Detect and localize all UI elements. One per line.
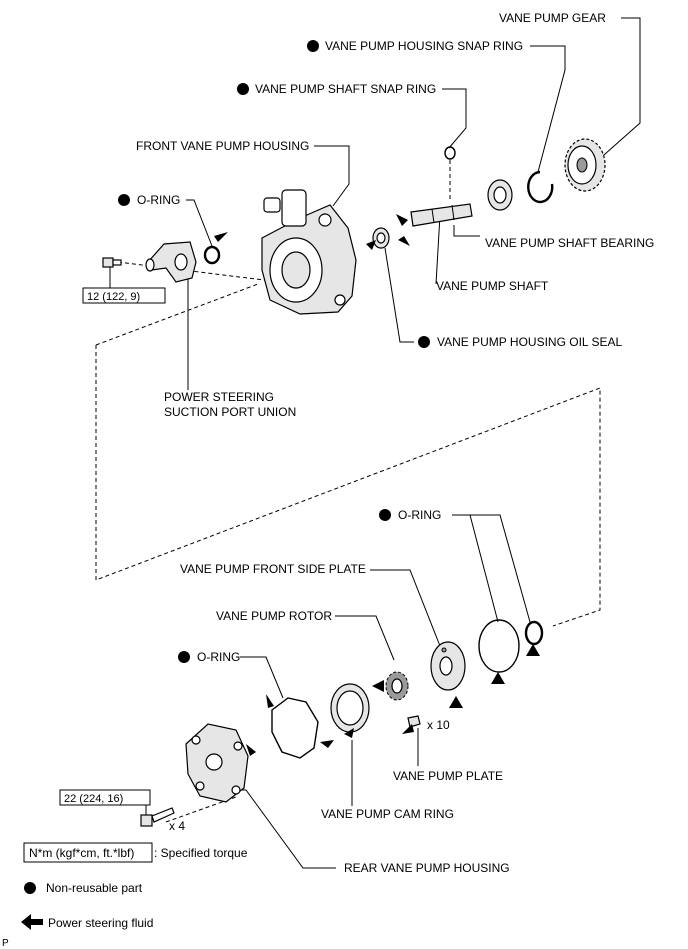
non-reusable-bullet [118, 194, 130, 206]
label-housing-oil-seal: VANE PUMP HOUSING OIL SEAL [437, 335, 622, 349]
fluid-arrow [491, 672, 505, 684]
fluid-arrow [398, 236, 410, 246]
fluid-arrow [266, 694, 274, 708]
legend-torque-desc: : Specified torque [154, 846, 248, 860]
vane-pump-front-side-plate [430, 641, 466, 691]
fluid-arrow [526, 644, 540, 656]
legend-fluid: Power steering fluid [48, 916, 153, 930]
fluid-arrow [320, 740, 334, 748]
label-cam-ring: VANE PUMP CAM RING [321, 807, 454, 821]
label-shaft-bearing: VANE PUMP SHAFT BEARING [485, 236, 654, 250]
union-bolt [102, 257, 122, 268]
fluid-arrow [449, 696, 463, 708]
o-ring-upper [203, 245, 221, 265]
legend-non-reusable-bullet [24, 882, 36, 894]
label-shaft-snap-ring: VANE PUMP SHAFT SNAP RING [255, 82, 436, 96]
vane-pump-shaft-bearing [487, 179, 513, 211]
rear-vane-pump-housing [185, 723, 249, 803]
vane-pump-shaft [410, 203, 473, 227]
legend-torque-box [23, 842, 153, 863]
vane-pump-housing-oil-seal [372, 227, 390, 249]
label-o-ring-lower-left: O-RING [197, 650, 240, 664]
torque-union-text: 12 (122, 9) [87, 291, 140, 303]
torque-box-union: 12 (122, 9) [82, 287, 166, 304]
legend-torque-unit: N*m (kgf*cm, ft.*lbf) [29, 846, 134, 860]
non-reusable-bullet [418, 336, 430, 348]
fluid-arrow [372, 680, 384, 692]
fluid-arrow [344, 728, 354, 738]
legend-non-reusable: Non-reusable part [46, 881, 143, 895]
shaft-snap-ring [444, 146, 456, 160]
o-ring-gasket-lower [271, 697, 319, 759]
label-plate-quantity: x 10 [427, 718, 450, 732]
vane-pump-rotor [385, 671, 409, 701]
label-o-ring-right: O-RING [398, 508, 441, 522]
fluid-arrow [366, 240, 376, 250]
torque-rear-text: 22 (224, 16) [64, 793, 123, 805]
leader-lines [186, 17, 641, 869]
label-vane-pump-gear: VANE PUMP GEAR [499, 11, 606, 25]
front-vane-pump-housing [261, 189, 357, 315]
non-reusable-markers [118, 40, 430, 663]
label-vane-pump-rotor: VANE PUMP ROTOR [216, 609, 332, 623]
o-ring-large-lower [478, 619, 520, 673]
label-suction-union-line1: POWER STEERING [164, 390, 274, 404]
vane-pump-gear [564, 138, 606, 192]
label-front-side-plate: VANE PUMP FRONT SIDE PLATE [180, 562, 366, 576]
label-front-housing: FRONT VANE PUMP HOUSING [136, 139, 309, 153]
non-reusable-bullet [307, 40, 319, 52]
label-vane-pump-shaft: VANE PUMP SHAFT [436, 279, 549, 293]
fluid-arrow [396, 214, 408, 226]
fluid-arrows [214, 214, 540, 756]
label-bolt-quantity: x 4 [169, 819, 185, 833]
power-steering-suction-port-union [145, 241, 197, 283]
label-o-ring-upper: O-RING [137, 193, 180, 207]
non-reusable-bullet [237, 83, 249, 95]
label-suction-union-line2: SUCTION PORT UNION [164, 405, 296, 419]
non-reusable-bullet [379, 509, 391, 521]
torque-box-rear: 22 (224, 16) [59, 789, 151, 806]
vane-pump-plate [407, 715, 421, 728]
non-reusable-bullet [178, 651, 190, 663]
o-ring-small-lower [524, 620, 544, 646]
fluid-arrow [246, 744, 256, 756]
vane-pump-cam-ring [330, 683, 370, 733]
corner-mark: P [2, 938, 9, 949]
fluid-arrow [214, 232, 228, 242]
legend: N*m (kgf*cm, ft.*lbf) : Specified torque… [2, 842, 248, 949]
fluid-arrow [402, 724, 414, 734]
assembly-dashed-lines [95, 160, 601, 823]
label-vane-pump-plate: VANE PUMP PLATE [393, 769, 503, 783]
housing-snap-ring [527, 170, 554, 204]
label-housing-snap-ring: VANE PUMP HOUSING SNAP RING [325, 39, 523, 53]
legend-fluid-arrow [21, 914, 43, 930]
label-rear-housing: REAR VANE PUMP HOUSING [344, 861, 510, 875]
